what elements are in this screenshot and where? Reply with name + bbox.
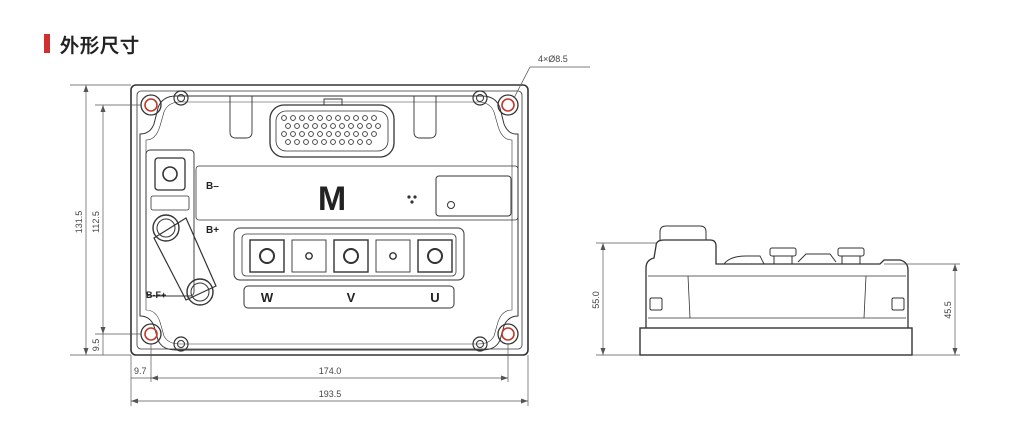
connector-pin — [294, 139, 300, 145]
mounting-hole — [140, 94, 162, 116]
connector-pin — [357, 123, 363, 129]
connector-pin — [285, 123, 291, 129]
connector-pin — [344, 131, 350, 137]
side-dimension-lines — [596, 242, 960, 356]
connector-pin — [371, 131, 377, 137]
b-minus-terminal — [154, 157, 186, 191]
dim-hole-pitch-width: 174.0 — [319, 366, 342, 376]
screw — [173, 90, 189, 106]
connector-pin — [348, 139, 354, 145]
controller-outline — [130, 84, 529, 356]
connector-pin — [362, 131, 368, 137]
base-plate — [639, 327, 913, 356]
connector-pin — [330, 139, 336, 145]
dimension-arrows — [83, 85, 528, 404]
connector-pin — [317, 115, 323, 121]
connector-pin — [303, 123, 309, 129]
mounting-hole — [497, 323, 519, 345]
dim-hole-pitch-height: 112.5 — [91, 211, 101, 233]
connector-pin — [375, 123, 381, 129]
connector-pin — [335, 131, 341, 137]
b-minus-label: B– — [206, 181, 219, 192]
connector-pin — [339, 123, 345, 129]
connector-pin — [299, 115, 305, 121]
screw — [173, 336, 189, 352]
phase-terminals — [249, 239, 453, 273]
connector-pin — [312, 139, 318, 145]
logo: M — [318, 180, 346, 218]
screw — [472, 336, 488, 352]
dim-side-total-height: 55.0 — [591, 291, 601, 309]
connector-pin — [348, 123, 354, 129]
connector-pin — [308, 115, 314, 121]
b-fuse-plus-label: B-F+ — [146, 290, 166, 300]
connector-pin — [326, 131, 332, 137]
connector-pin — [321, 139, 327, 145]
connector-pin — [335, 115, 341, 121]
connector-pin — [339, 139, 345, 145]
connector-pin — [344, 115, 350, 121]
connector-pin — [294, 123, 300, 129]
connector-pin — [281, 115, 287, 121]
section-title: 外形尺寸 — [60, 35, 141, 57]
dim-side-body-height: 45.5 — [943, 301, 953, 319]
top-view — [130, 84, 529, 356]
connector-pin — [303, 139, 309, 145]
side-view — [639, 225, 913, 356]
side-body — [645, 239, 909, 328]
connector-pin — [312, 123, 318, 129]
phase-label-u: U — [430, 290, 439, 305]
connector-pin — [362, 115, 368, 121]
dim-overall-height: 131.5 — [74, 211, 84, 234]
hole-note: 4×Ø8.5 — [538, 54, 568, 64]
terminal-u — [417, 239, 453, 273]
connector-pin — [357, 139, 363, 145]
dimension-lines — [70, 84, 529, 406]
connector-pin — [285, 139, 291, 145]
connector-pin — [317, 131, 323, 137]
connector-pin — [290, 131, 296, 137]
screw — [472, 90, 488, 106]
mounting-holes — [140, 90, 519, 352]
mounting-hole — [497, 94, 519, 116]
terminal-v — [333, 239, 369, 273]
connector-pin — [308, 131, 314, 137]
dim-overall-width: 193.5 — [319, 389, 342, 399]
mounting-hole — [140, 323, 162, 345]
phase-label-v: V — [347, 290, 356, 305]
signal-connector — [269, 104, 395, 158]
phase-label-w: W — [261, 290, 274, 305]
connector-pin — [299, 131, 305, 137]
fuse-link — [153, 217, 217, 301]
connector-pin — [321, 123, 327, 129]
connector-pin — [366, 139, 372, 145]
connector-pin — [281, 131, 287, 137]
connector-pin — [366, 123, 372, 129]
connector-pin — [353, 115, 359, 121]
connector-pins — [281, 115, 381, 145]
connector-pin — [330, 123, 336, 129]
section-accent-bar — [44, 34, 50, 53]
connector-pin — [326, 115, 332, 121]
connector-pin — [353, 131, 359, 137]
b-plus-label: B+ — [206, 225, 219, 236]
connector-pin — [290, 115, 296, 121]
dim-hole-offset-bottom: 9.5 — [91, 339, 101, 352]
dim-hole-offset-left: 9.7 — [134, 366, 147, 376]
terminal-w — [249, 239, 285, 273]
connector-pin — [371, 115, 377, 121]
